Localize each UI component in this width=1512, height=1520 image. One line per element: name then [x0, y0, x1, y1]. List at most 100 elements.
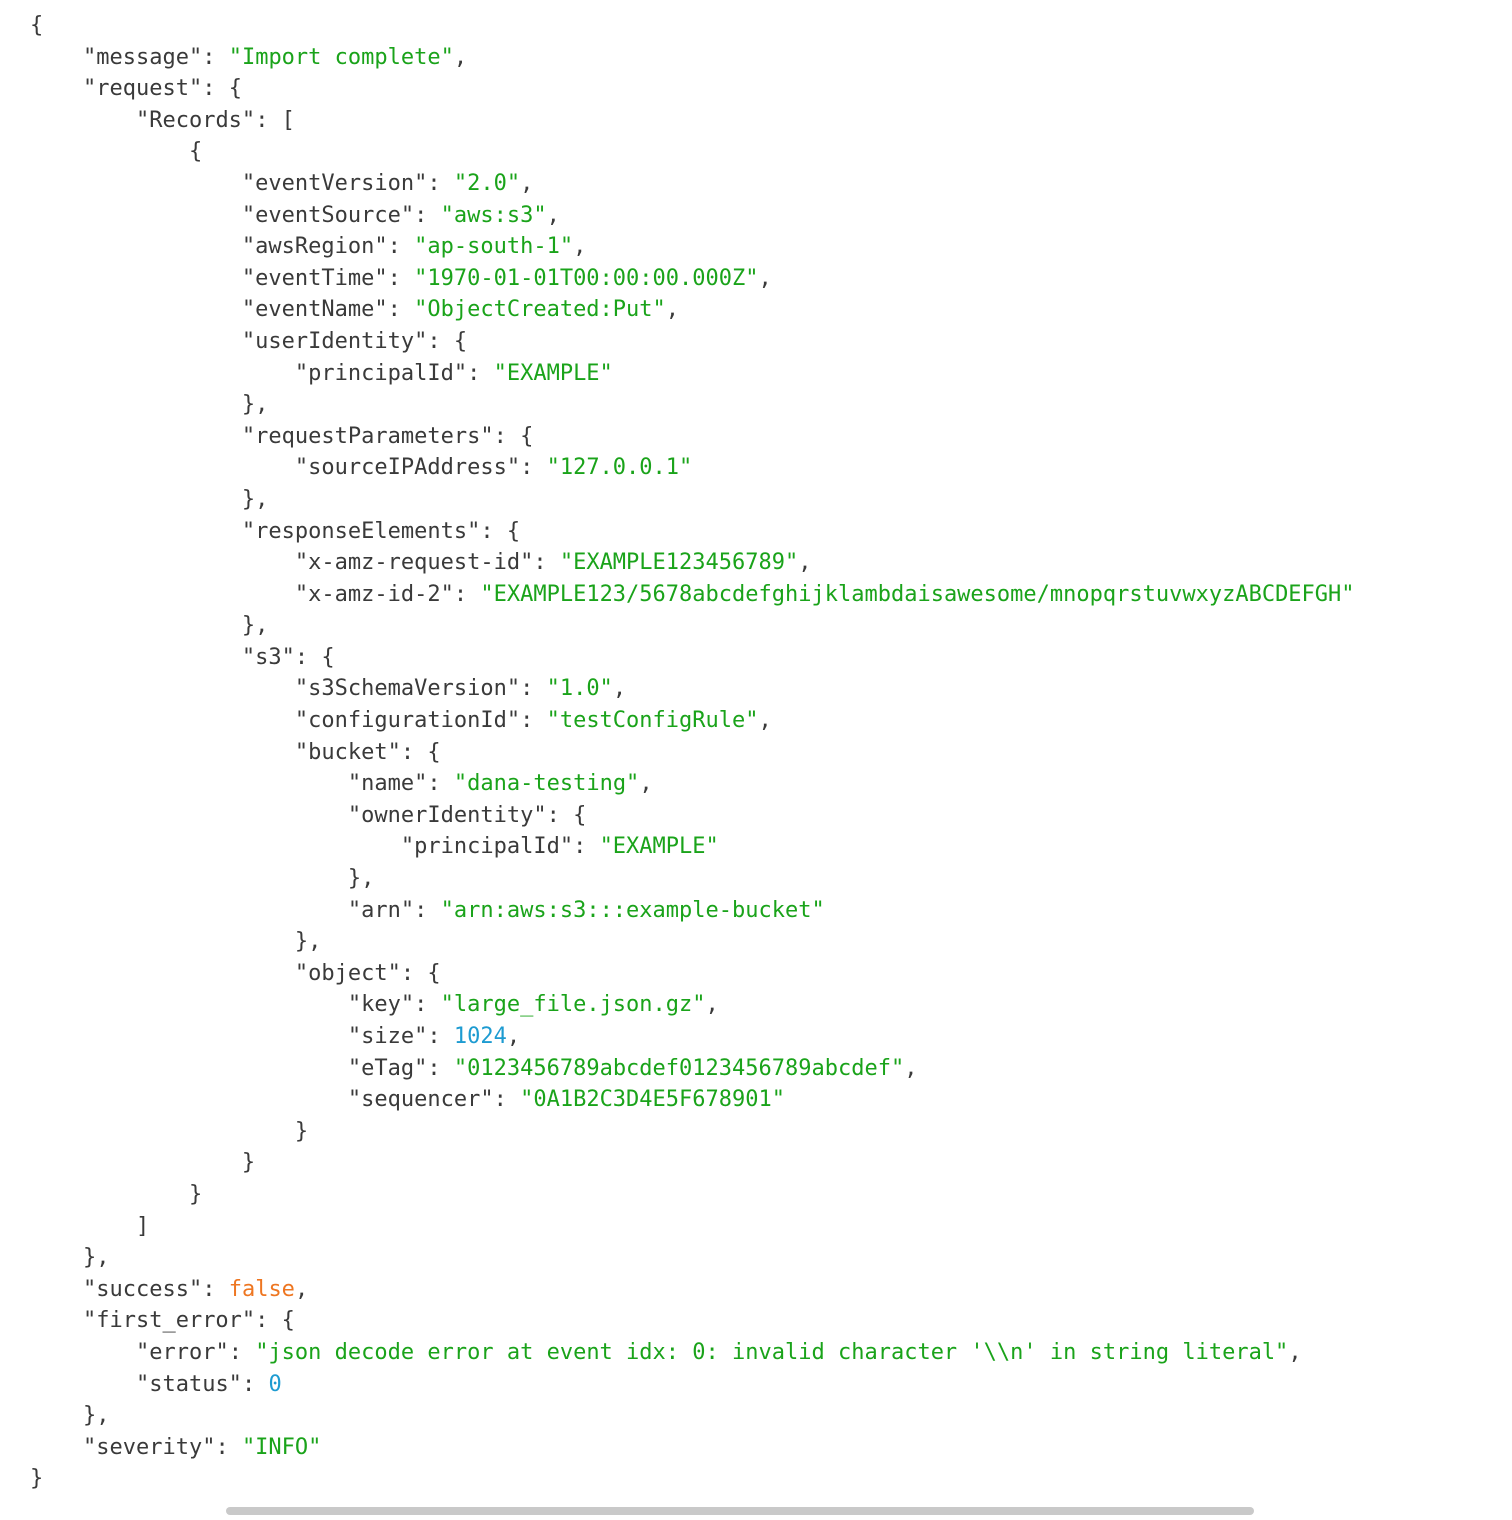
json-key: "eventVersion": [241, 170, 428, 196]
json-string-value: "testConfigRule": [546, 708, 759, 734]
json-key: "userIdentity": [241, 328, 428, 354]
json-punctuation: :: [241, 1371, 269, 1397]
code-line: "s3SchemaVersion": "1.0",: [30, 673, 1512, 705]
code-line: ]: [30, 1211, 1512, 1243]
horizontal-scrollbar-thumb[interactable]: [226, 1507, 1254, 1515]
json-punctuation: :: [427, 1024, 454, 1049]
indent-whitespace: [30, 1340, 136, 1365]
indent-whitespace: [30, 1024, 348, 1049]
json-punctuation: : {: [546, 802, 587, 828]
indent-whitespace: [30, 613, 242, 638]
code-line: "key": "large_file.json.gz",: [30, 989, 1512, 1021]
json-key: "s3SchemaVersion": [294, 676, 521, 702]
indent-whitespace: [30, 139, 189, 164]
code-line: }: [30, 1147, 1512, 1179]
json-key: "principalId": [294, 360, 468, 386]
json-punctuation: ,: [294, 1276, 309, 1302]
json-key: "eTag": [347, 1055, 428, 1081]
json-punctuation: :: [202, 44, 229, 70]
json-punctuation: :: [533, 550, 560, 576]
indent-whitespace: [30, 329, 242, 354]
json-key: "success": [82, 1276, 203, 1302]
indent-whitespace: [30, 1245, 83, 1270]
json-punctuation: ,: [639, 771, 653, 797]
indent-whitespace: [30, 1277, 83, 1302]
indent-whitespace: [30, 1182, 189, 1207]
json-punctuation: :: [427, 170, 454, 196]
indent-whitespace: [30, 1087, 348, 1112]
indent-whitespace: [30, 708, 295, 733]
indent-whitespace: [30, 803, 348, 828]
code-line: "principalId": "EXAMPLE": [30, 831, 1512, 863]
json-key: "ownerIdentity": [347, 802, 547, 828]
code-line: "name": "dana-testing",: [30, 768, 1512, 800]
json-punctuation: : {: [480, 518, 521, 544]
code-line: "Records": [: [30, 105, 1512, 137]
json-key: "sourceIPAddress": [294, 455, 521, 481]
json-punctuation: :: [202, 1276, 229, 1302]
indent-whitespace: [30, 550, 295, 575]
json-punctuation: },: [241, 486, 269, 512]
json-string-value: "1970-01-01T00:00:00.000Z": [414, 265, 759, 291]
code-line: }: [30, 1116, 1512, 1148]
json-string-value: "dana-testing": [453, 771, 640, 797]
json-punctuation: : {: [400, 739, 441, 765]
indent-whitespace: [30, 645, 242, 670]
json-punctuation: ,: [573, 234, 587, 260]
code-line: "awsRegion": "ap-south-1",: [30, 231, 1512, 263]
indent-whitespace: [30, 234, 242, 259]
json-punctuation: }: [241, 1150, 256, 1176]
code-line: {: [30, 136, 1512, 168]
json-string-value: "Import complete": [228, 44, 454, 70]
json-key: "Records": [135, 107, 256, 133]
code-line: "size": 1024,: [30, 1021, 1512, 1053]
json-punctuation: :: [387, 297, 415, 323]
code-line: "bucket": {: [30, 737, 1512, 769]
json-string-value: "EXAMPLE": [493, 360, 613, 386]
code-line: "eTag": "0123456789abcdef0123456789abcde…: [30, 1053, 1512, 1085]
code-line: },: [30, 1400, 1512, 1432]
code-line: }: [30, 1463, 1512, 1495]
indent-whitespace: [30, 171, 242, 196]
json-punctuation: :: [387, 234, 415, 260]
indent-whitespace: [30, 108, 136, 133]
json-string-value: "1.0": [546, 676, 613, 702]
json-punctuation: :: [520, 676, 547, 702]
json-punctuation: : [: [255, 107, 295, 133]
code-line: "object": {: [30, 958, 1512, 990]
indent-whitespace: [30, 392, 242, 417]
indent-whitespace: [30, 992, 348, 1017]
json-key: "eventTime": [241, 265, 388, 291]
json-punctuation: {: [30, 13, 44, 38]
json-punctuation: :: [215, 1434, 242, 1460]
indent-whitespace: [30, 834, 401, 859]
json-punctuation: :: [573, 834, 600, 860]
json-punctuation: : {: [202, 76, 242, 102]
indent-whitespace: [30, 487, 242, 512]
json-punctuation: : {: [427, 328, 468, 354]
indent-whitespace: [30, 45, 83, 70]
code-line: "eventVersion": "2.0",: [30, 168, 1512, 200]
json-key: "configurationId": [294, 708, 521, 734]
code-line: "eventTime": "1970-01-01T00:00:00.000Z",: [30, 263, 1512, 295]
json-key: "name": [347, 771, 428, 797]
json-punctuation: :: [414, 897, 441, 923]
json-punctuation: :: [414, 202, 441, 228]
code-line: "success": false,: [30, 1274, 1512, 1306]
json-key: "requestParameters": [241, 423, 494, 449]
json-punctuation: ,: [1288, 1339, 1302, 1365]
indent-whitespace: [30, 361, 295, 386]
json-punctuation: :: [228, 1339, 256, 1365]
indent-whitespace: [30, 1308, 83, 1333]
json-string-value: "arn:aws:s3:::example-bucket": [440, 897, 825, 923]
json-key: "object": [294, 960, 401, 986]
code-line: "configurationId": "testConfigRule",: [30, 705, 1512, 737]
json-key: "message": [82, 44, 203, 70]
indent-whitespace: [30, 676, 295, 701]
json-punctuation: :: [467, 360, 494, 386]
indent-whitespace: [30, 76, 83, 101]
indent-whitespace: [30, 1214, 136, 1239]
json-punctuation: :: [493, 1087, 521, 1113]
json-punctuation: ,: [506, 1024, 521, 1049]
code-line: "eventName": "ObjectCreated:Put",: [30, 294, 1512, 326]
